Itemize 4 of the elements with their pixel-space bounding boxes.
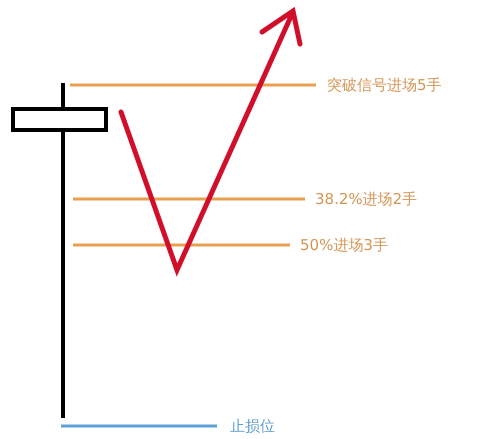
level-label: 止损位 [230, 417, 275, 435]
level-label: 38.2%进场2手 [315, 190, 418, 208]
level-label: 50%进场3手 [300, 236, 388, 254]
level-label: 突破信号进场5手 [327, 76, 442, 94]
